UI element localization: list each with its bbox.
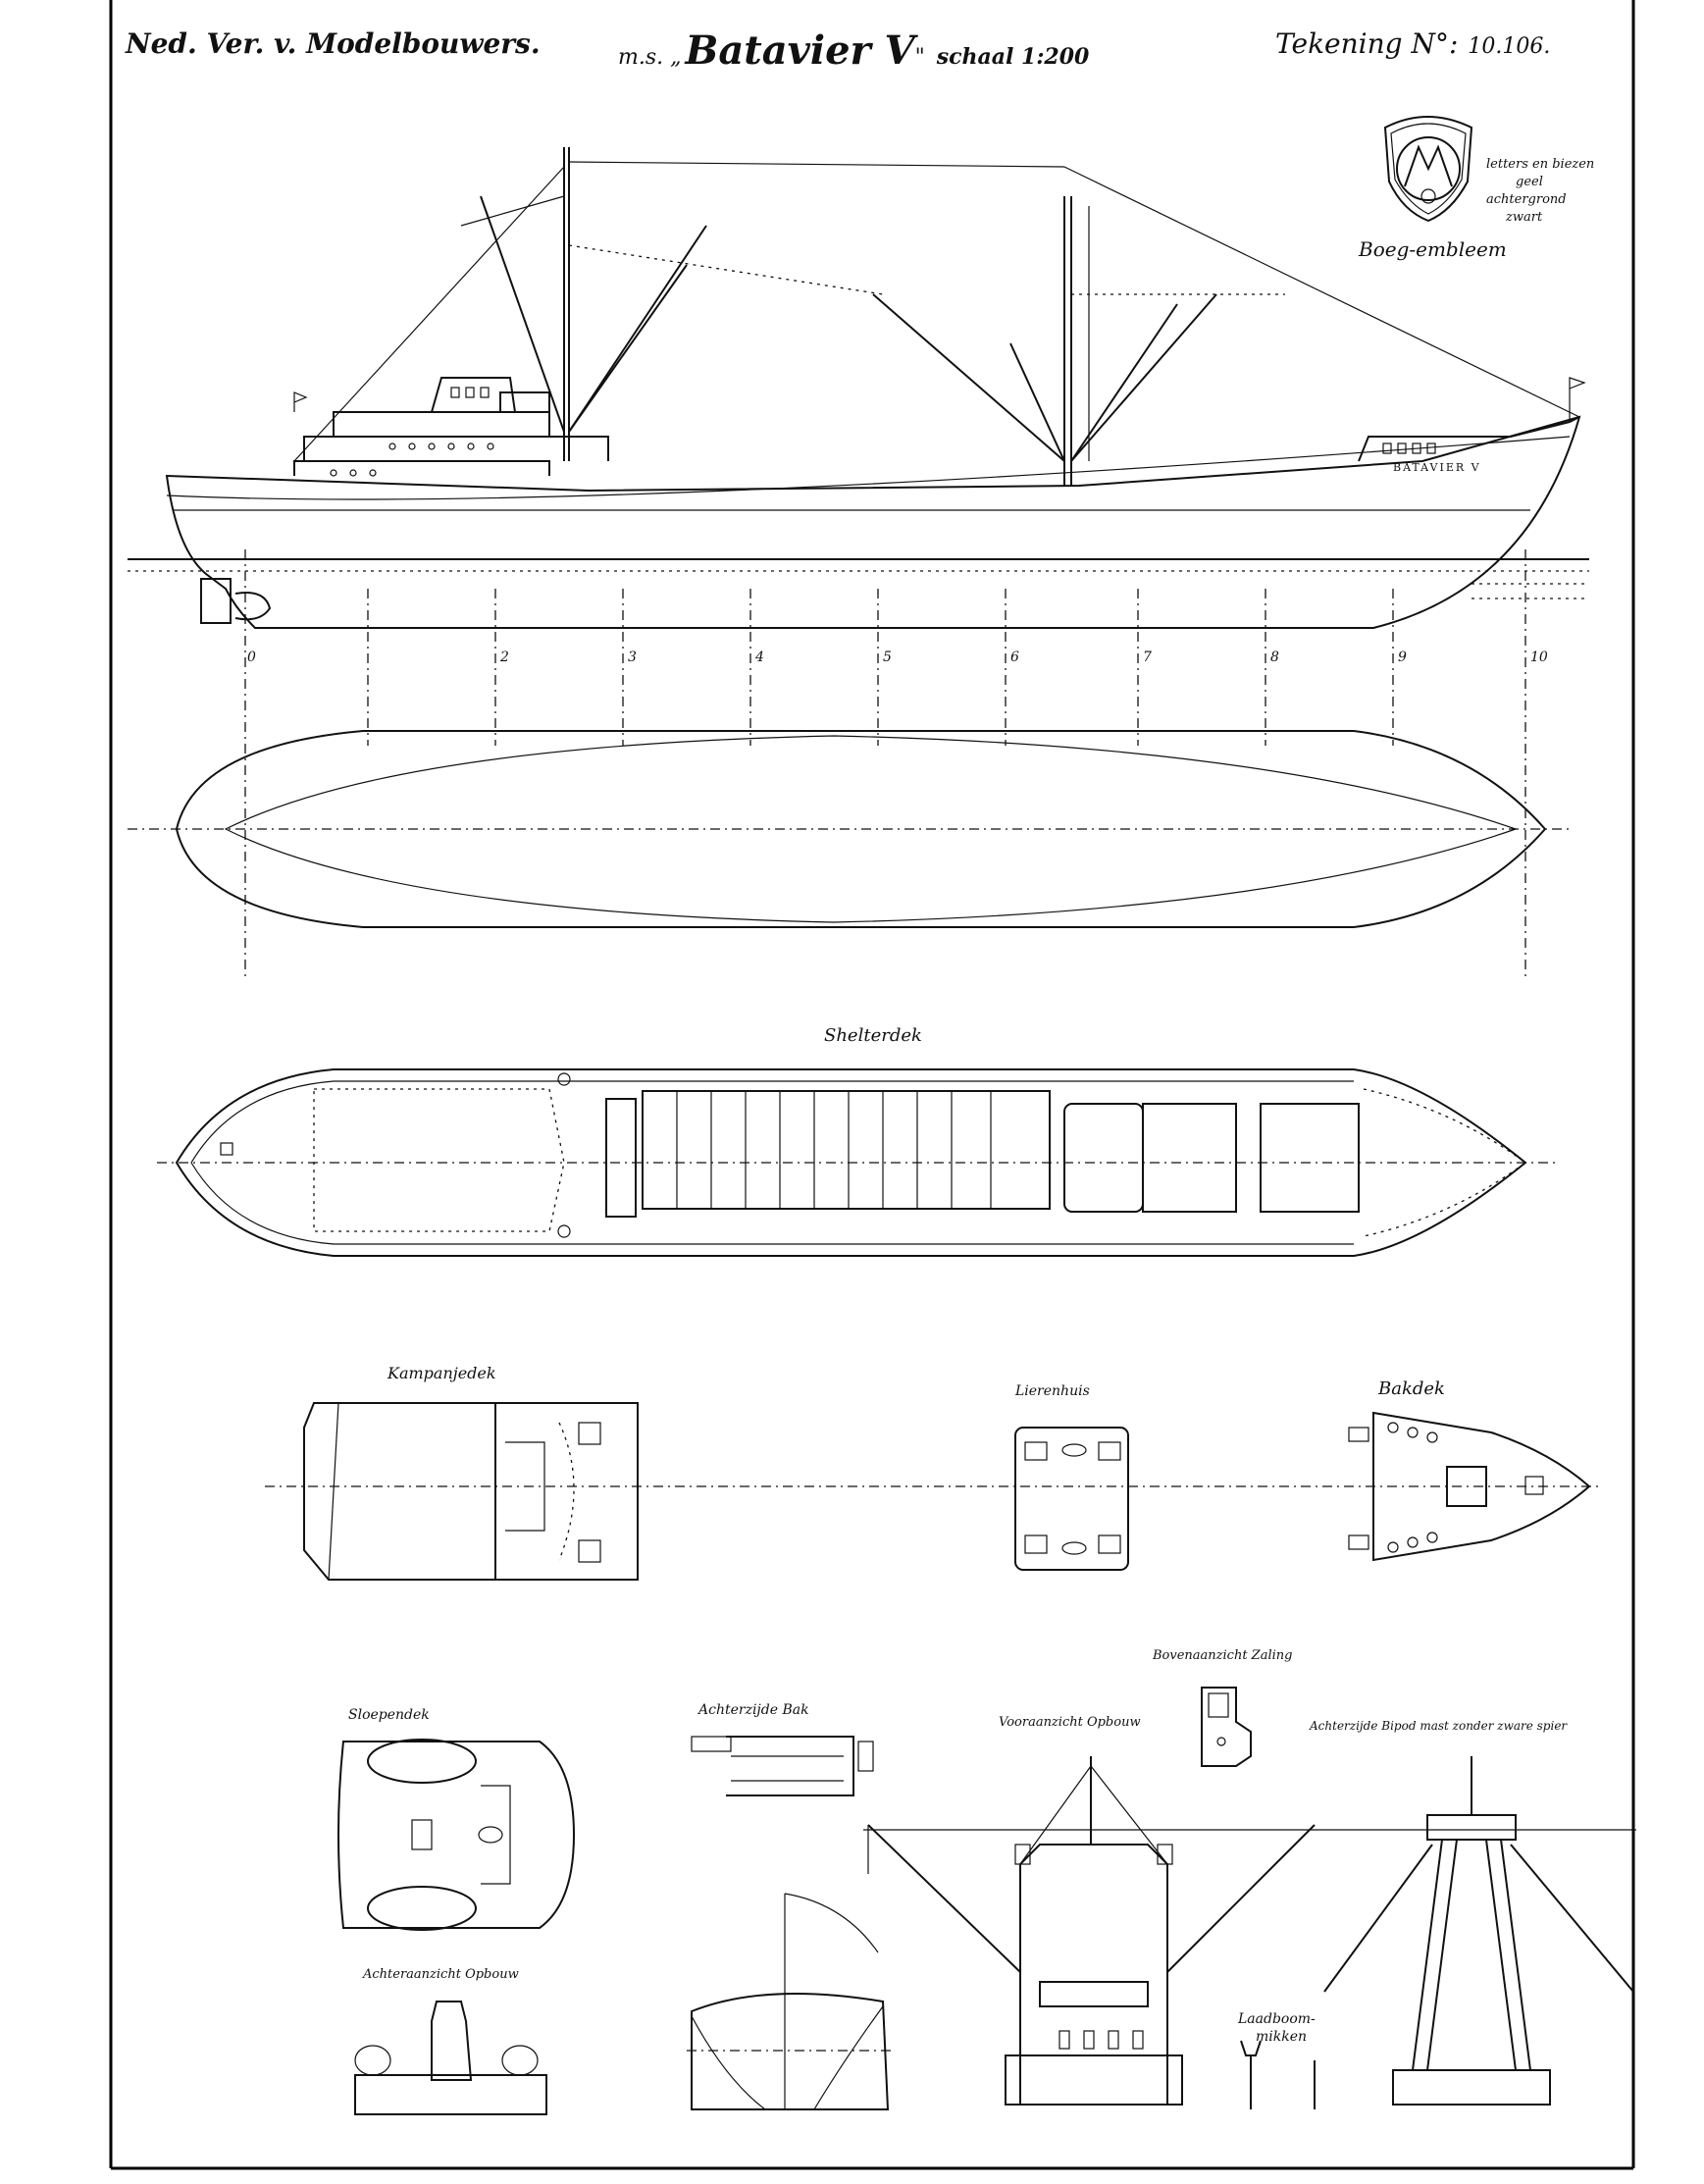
bow-emblem-shield [1383, 116, 1473, 223]
view-label-shelterdek: Shelterdek [824, 1025, 922, 1046]
lierenhuis-plan [1014, 1427, 1129, 1571]
drawing-border [109, 0, 1635, 2170]
header-society-group: Ned. Ver. v. Modelbouwers. [126, 27, 541, 60]
station-number: 6 [1010, 650, 1019, 665]
view-label-laadboom: mikken [1256, 2029, 1308, 2045]
emblem-note: letters en biezen [1486, 157, 1595, 172]
view-label-kampanjedek: Kampanjedek [387, 1364, 496, 1382]
ship-title: Batavier V [685, 27, 915, 74]
view-label-bakdek: Bakdek [1378, 1378, 1445, 1399]
station-number: 9 [1398, 650, 1407, 665]
bipod-mast-rear-view [1315, 1756, 1636, 2106]
station-number: 10 [1530, 650, 1548, 665]
emblem-caption: Boeg-embleem [1359, 237, 1507, 261]
view-label-achteraanzicht-opbouw: Achteraanzicht Opbouw [363, 1967, 519, 1982]
header-drawing-group: Tekening N°: 10.106. [1275, 27, 1550, 60]
view-label-laadboom: Laadboom- [1238, 2011, 1316, 2027]
scale-label: schaal 1:200 [936, 44, 1090, 70]
view-label-vooraanzicht-opbouw: Vooraanzicht Opbouw [999, 1715, 1141, 1730]
side-profile-view [128, 147, 1589, 981]
emblem-note: achtergrond [1486, 192, 1567, 207]
view-label-bipod: Achterzijde Bipod mast zonder zware spie… [1310, 1719, 1568, 1733]
station-number: 2 [500, 650, 509, 665]
ship-title-quote: " [914, 45, 925, 70]
waterline-plan-view [128, 730, 1570, 928]
drawing-number: 10.106. [1468, 34, 1551, 59]
bakdek-plan [1348, 1411, 1591, 1562]
hull-body-section [687, 1893, 893, 2110]
view-label-sloependek: Sloependek [348, 1707, 430, 1723]
view-label-achterzijde-bak: Achterzijde Bak [698, 1702, 809, 1718]
station-number: 7 [1143, 650, 1152, 665]
hull-name-lettering: BATAVIER V [1393, 461, 1481, 474]
station-number: 8 [1270, 650, 1279, 665]
kampanjedek-plan [265, 1402, 1599, 1581]
drawing-number-label: Tekening N°: [1275, 27, 1459, 60]
station-number: 4 [755, 650, 764, 665]
society-name: Ned. Ver. v. Modelbouwers. [126, 27, 541, 60]
achterzijde-bak-view [691, 1736, 874, 1796]
emblem-note: zwart [1506, 210, 1543, 225]
derrick-crutches [1240, 2040, 1316, 2109]
ship-prefix: m.s. „ [618, 45, 682, 70]
emblem-note: geel [1516, 175, 1543, 189]
sloependek-plan [337, 1739, 576, 1931]
view-label-zaling: Bovenaanzicht Zaling [1153, 1648, 1293, 1663]
view-label-lierenhuis: Lierenhuis [1015, 1383, 1090, 1399]
rear-view-superstructure [354, 2001, 547, 2115]
header-title-group: m.s. „ Batavier V " schaal 1:200 [618, 27, 1089, 74]
front-view-superstructure [863, 1756, 1316, 2106]
station-number: 0 [247, 650, 256, 665]
shelterdek-plan [157, 1068, 1560, 1257]
station-number: 5 [883, 650, 892, 665]
station-number: 3 [628, 650, 637, 665]
zaling-top-view [1201, 1687, 1252, 1767]
